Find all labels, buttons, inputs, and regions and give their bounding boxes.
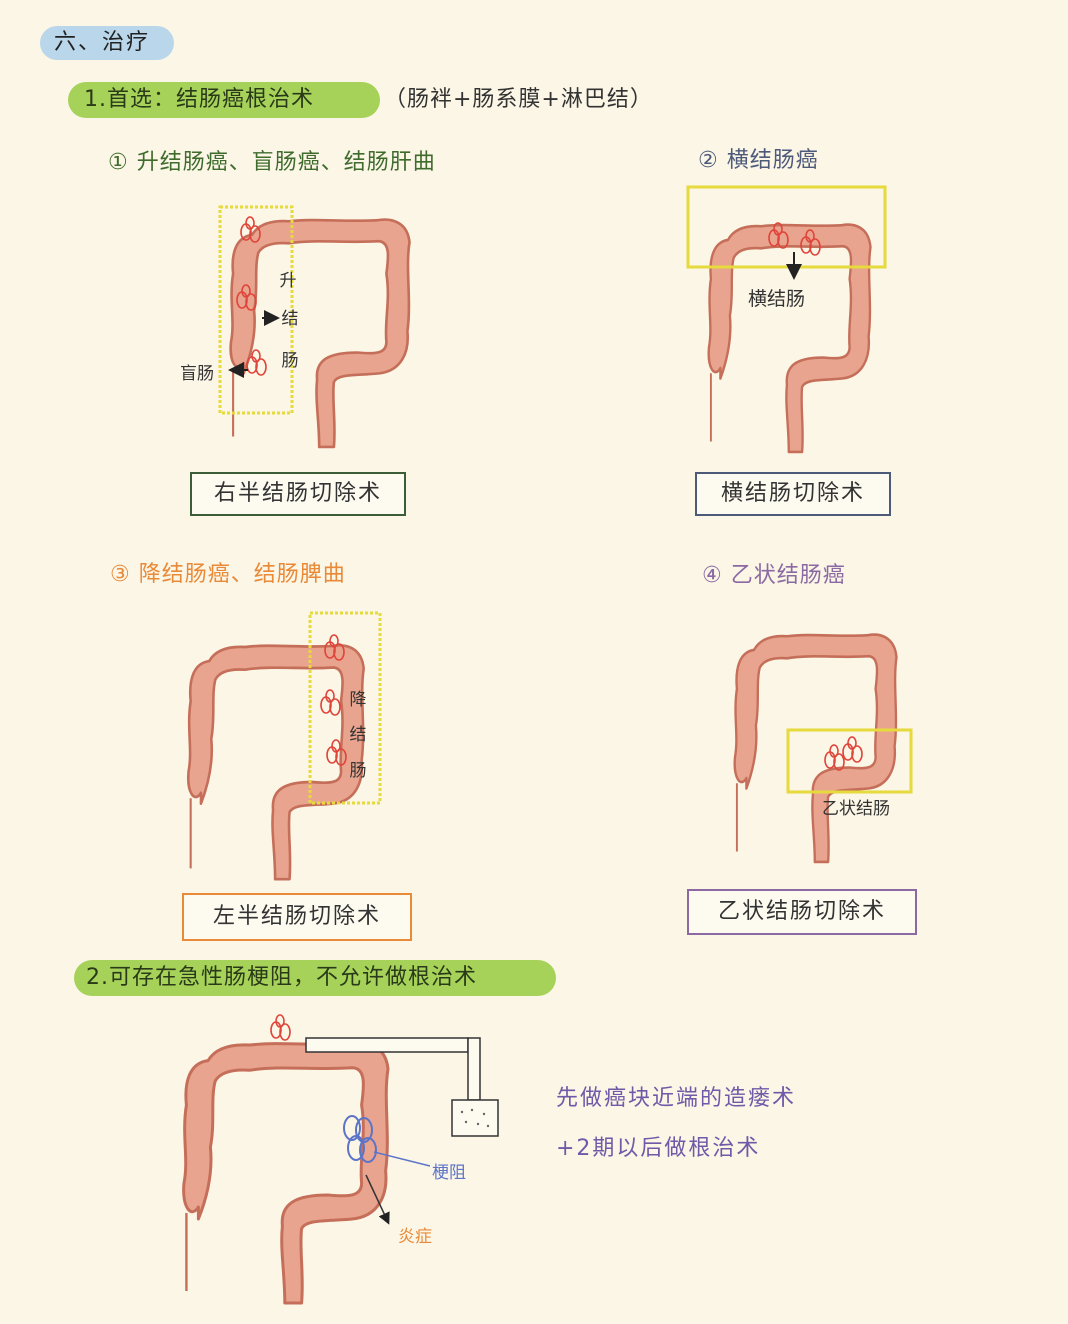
colon-diagram-sigmoid [733,633,898,864]
heading-primary-note: （肠袢+肠系膜+淋巴结） [384,87,653,112]
colon-diagram-transverse [707,223,872,454]
obstruction-note-1: 先做癌块近端的造瘘术 [556,1086,797,1111]
tumor-obstruction-top [270,1014,291,1041]
heading-primary-treatment: 1.首选：结肠癌根治术 [68,82,380,118]
highlight-descending [308,611,382,805]
panel-3-title: ③ 降结肠癌、结肠脾曲 [110,562,346,587]
panel-1-title: ① 升结肠癌、盲肠癌、结肠肝曲 [108,150,436,175]
label-ascending-3: 肠 [281,351,299,371]
section-title: 六、治疗 [40,26,174,60]
label-ascending-1: 升 [279,271,297,291]
heading-acute-obstruction: 2.可存在急性肠梗阻，不允许做根治术 [74,960,556,996]
label-ascending-2: 结 [281,309,299,329]
obstruction-mass [343,1115,377,1163]
label-inflammation: 炎症 [398,1227,432,1247]
label-cecum: 盲肠 [180,364,214,384]
colon-diagram-obstruction [182,1041,390,1305]
tumor-sigmoid [824,736,863,771]
panel-4-title: ④ 乙状结肠癌 [702,563,846,588]
procedure-sigmoid-colectomy: 乙状结肠切除术 [687,889,917,935]
highlight-sigmoid [786,728,913,794]
obstruction-note-2: +2期以后做根治术 [556,1136,761,1161]
label-sigmoid: 乙状结肠 [822,799,890,819]
label-transverse: 横结肠 [748,288,806,310]
procedure-transverse-colectomy: 横结肠切除术 [695,472,891,516]
highlight-ascending [218,205,294,415]
label-descending-2: 结 [349,725,367,745]
procedure-right-hemicolectomy: 右半结肠切除术 [190,472,406,516]
label-obstruction: 梗阻 [432,1163,466,1183]
label-descending-3: 肠 [349,761,367,781]
panel-2-title: ② 横结肠癌 [698,148,819,173]
procedure-left-hemicolectomy: 左半结肠切除术 [182,893,412,941]
label-descending-1: 降 [349,690,367,710]
